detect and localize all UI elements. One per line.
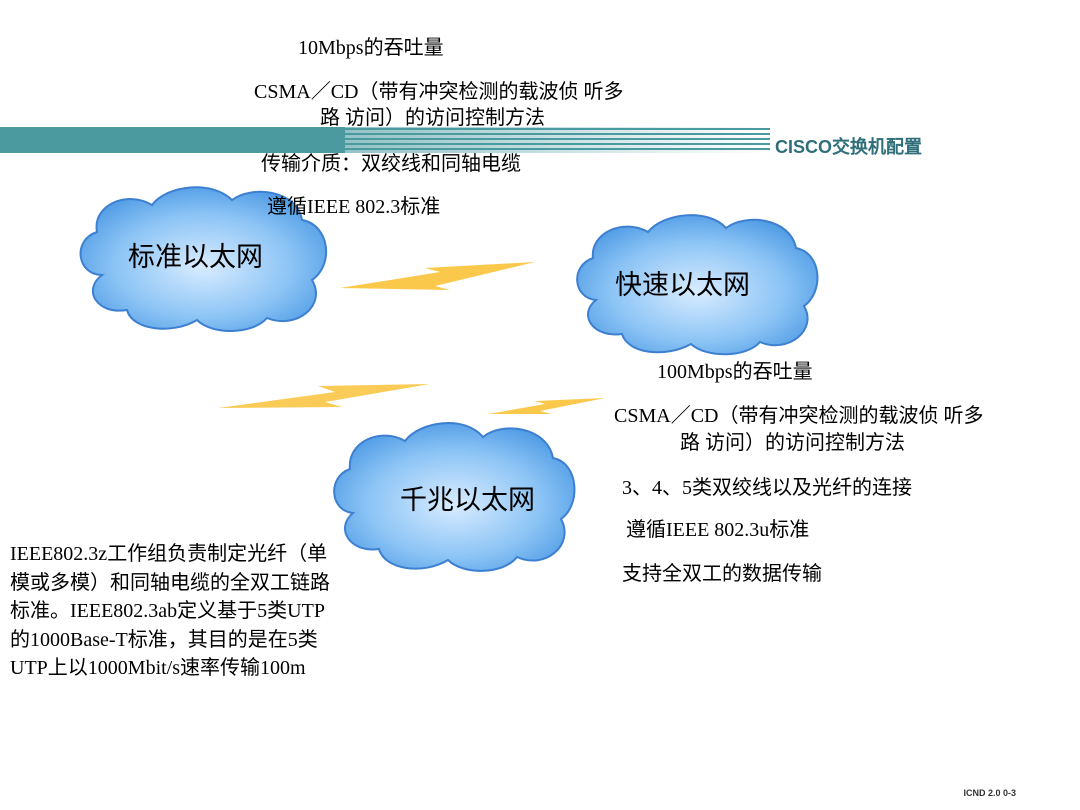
- fast-media: 3、4、5类双绞线以及光纤的连接: [622, 477, 912, 499]
- fast-access-line2: 路 访问）的访问控制方法: [680, 432, 905, 454]
- standard-media: 传输介质：双绞线和同轴电缆: [261, 153, 521, 175]
- cloud-gigabit-ethernet: [333, 422, 576, 572]
- cloud-fast-ethernet: [576, 214, 819, 356]
- cloud-label-standard: 标准以太网: [128, 242, 263, 272]
- standard-ieee: 遵循IEEE 802.3标准: [267, 196, 441, 218]
- header-title: CISCO交换机配置: [775, 137, 923, 157]
- cloud-label-fast: 快速以太网: [615, 270, 750, 300]
- lightning-bolt-top: [340, 262, 535, 290]
- gigabit-note: IEEE802.3z工作组负责制定光纤（单模或多模）和同轴电缆的全双工链路标准。…: [10, 543, 330, 679]
- footer-page-label: ICND 2.0 0-3: [963, 788, 1016, 798]
- header-bar: [0, 127, 770, 153]
- standard-throughput: 10Mbps的吞吐量: [298, 37, 444, 59]
- cloud-label-gigabit: 千兆以太网: [400, 485, 535, 515]
- cloud-standard-ethernet: [79, 186, 328, 332]
- standard-access-line2: 路 访问）的访问控制方法: [320, 107, 545, 129]
- standard-access-line1: CSMA／CD（带有冲突检测的载波侦 听多: [254, 81, 624, 103]
- fast-ieee: 遵循IEEE 802.3u标准: [626, 519, 810, 541]
- fast-access-line1: CSMA／CD（带有冲突检测的载波侦 听多: [614, 405, 984, 427]
- fast-duplex: 支持全双工的数据传输: [622, 563, 822, 585]
- fast-throughput: 100Mbps的吞吐量: [657, 361, 813, 383]
- lightning-bolt-right: [488, 398, 605, 414]
- lightning-bolt-middle: [218, 384, 430, 408]
